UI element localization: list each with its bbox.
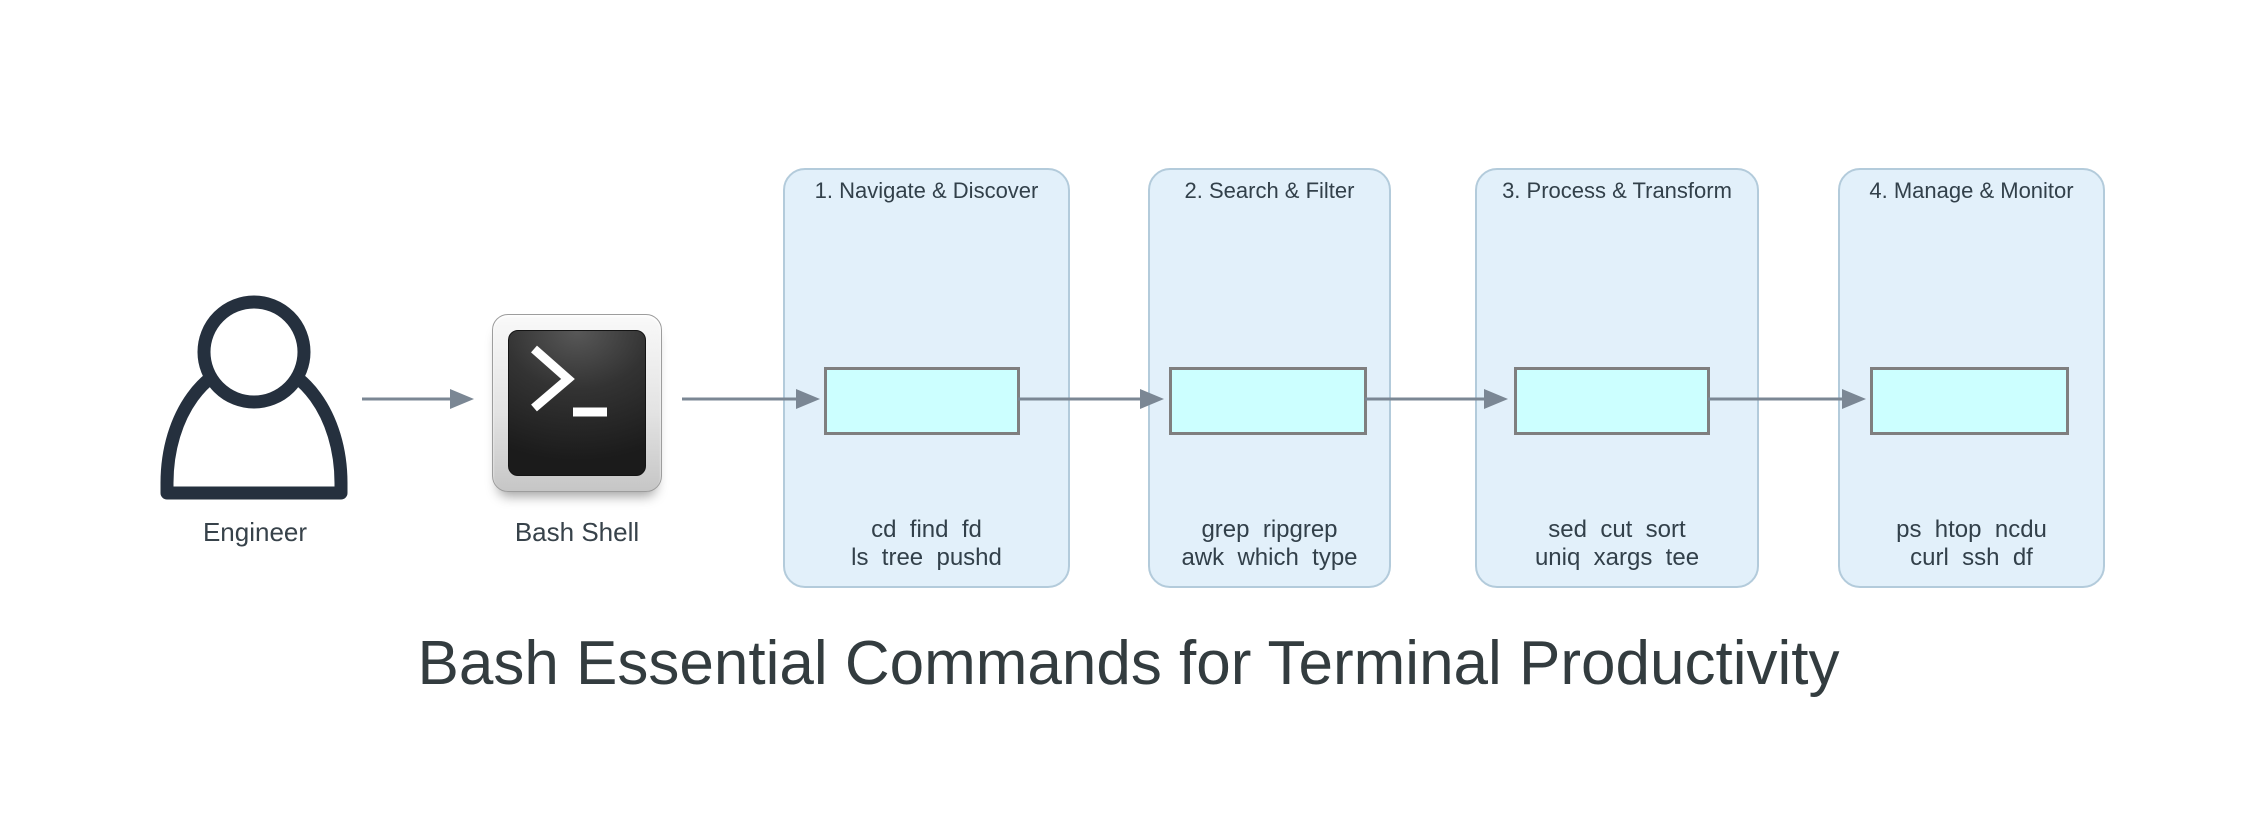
stage-box-navigate-discover: 1. Navigate & Discover cd find fd ls tre…: [783, 168, 1070, 588]
bash-shell-label: Bash Shell: [514, 517, 640, 547]
stage-box-manage-monitor: 4. Manage & Monitor ps htop ncdu curl ss…: [1838, 168, 2105, 588]
stage-commands: sed cut sort uniq xargs tee: [1534, 516, 1700, 571]
stage-commands: grep ripgrep awk which type: [1181, 516, 1358, 571]
person-icon: [160, 295, 348, 500]
stage-commands: cd find fd ls tree pushd: [851, 516, 1002, 571]
stage-rect: [1169, 367, 1367, 435]
stage-box-search-filter: 2. Search & Filter grep ripgrep awk whic…: [1148, 168, 1391, 588]
flow-arrow: [362, 389, 474, 409]
stage-rect: [1514, 367, 1710, 435]
stage-box-process-transform: 3. Process & Transform sed cut sort uniq…: [1475, 168, 1759, 588]
stage-rect: [824, 367, 1020, 435]
stage-title: 4. Manage & Monitor: [1869, 178, 2074, 203]
stage-title: 2. Search & Filter: [1184, 178, 1355, 203]
diagram-title: Bash Essential Commands for Terminal Pro…: [417, 629, 1840, 698]
terminal-icon: [492, 314, 662, 492]
engineer-label: Engineer: [202, 517, 308, 547]
stage-title: 1. Navigate & Discover: [814, 178, 1039, 203]
terminal-prompt-glyph: [531, 345, 607, 417]
stage-title: 3. Process & Transform: [1502, 178, 1732, 203]
stage-rect: [1870, 367, 2069, 435]
stage-commands: ps htop ncdu curl ssh df: [1896, 516, 2047, 571]
terminal-screen: [508, 330, 646, 476]
